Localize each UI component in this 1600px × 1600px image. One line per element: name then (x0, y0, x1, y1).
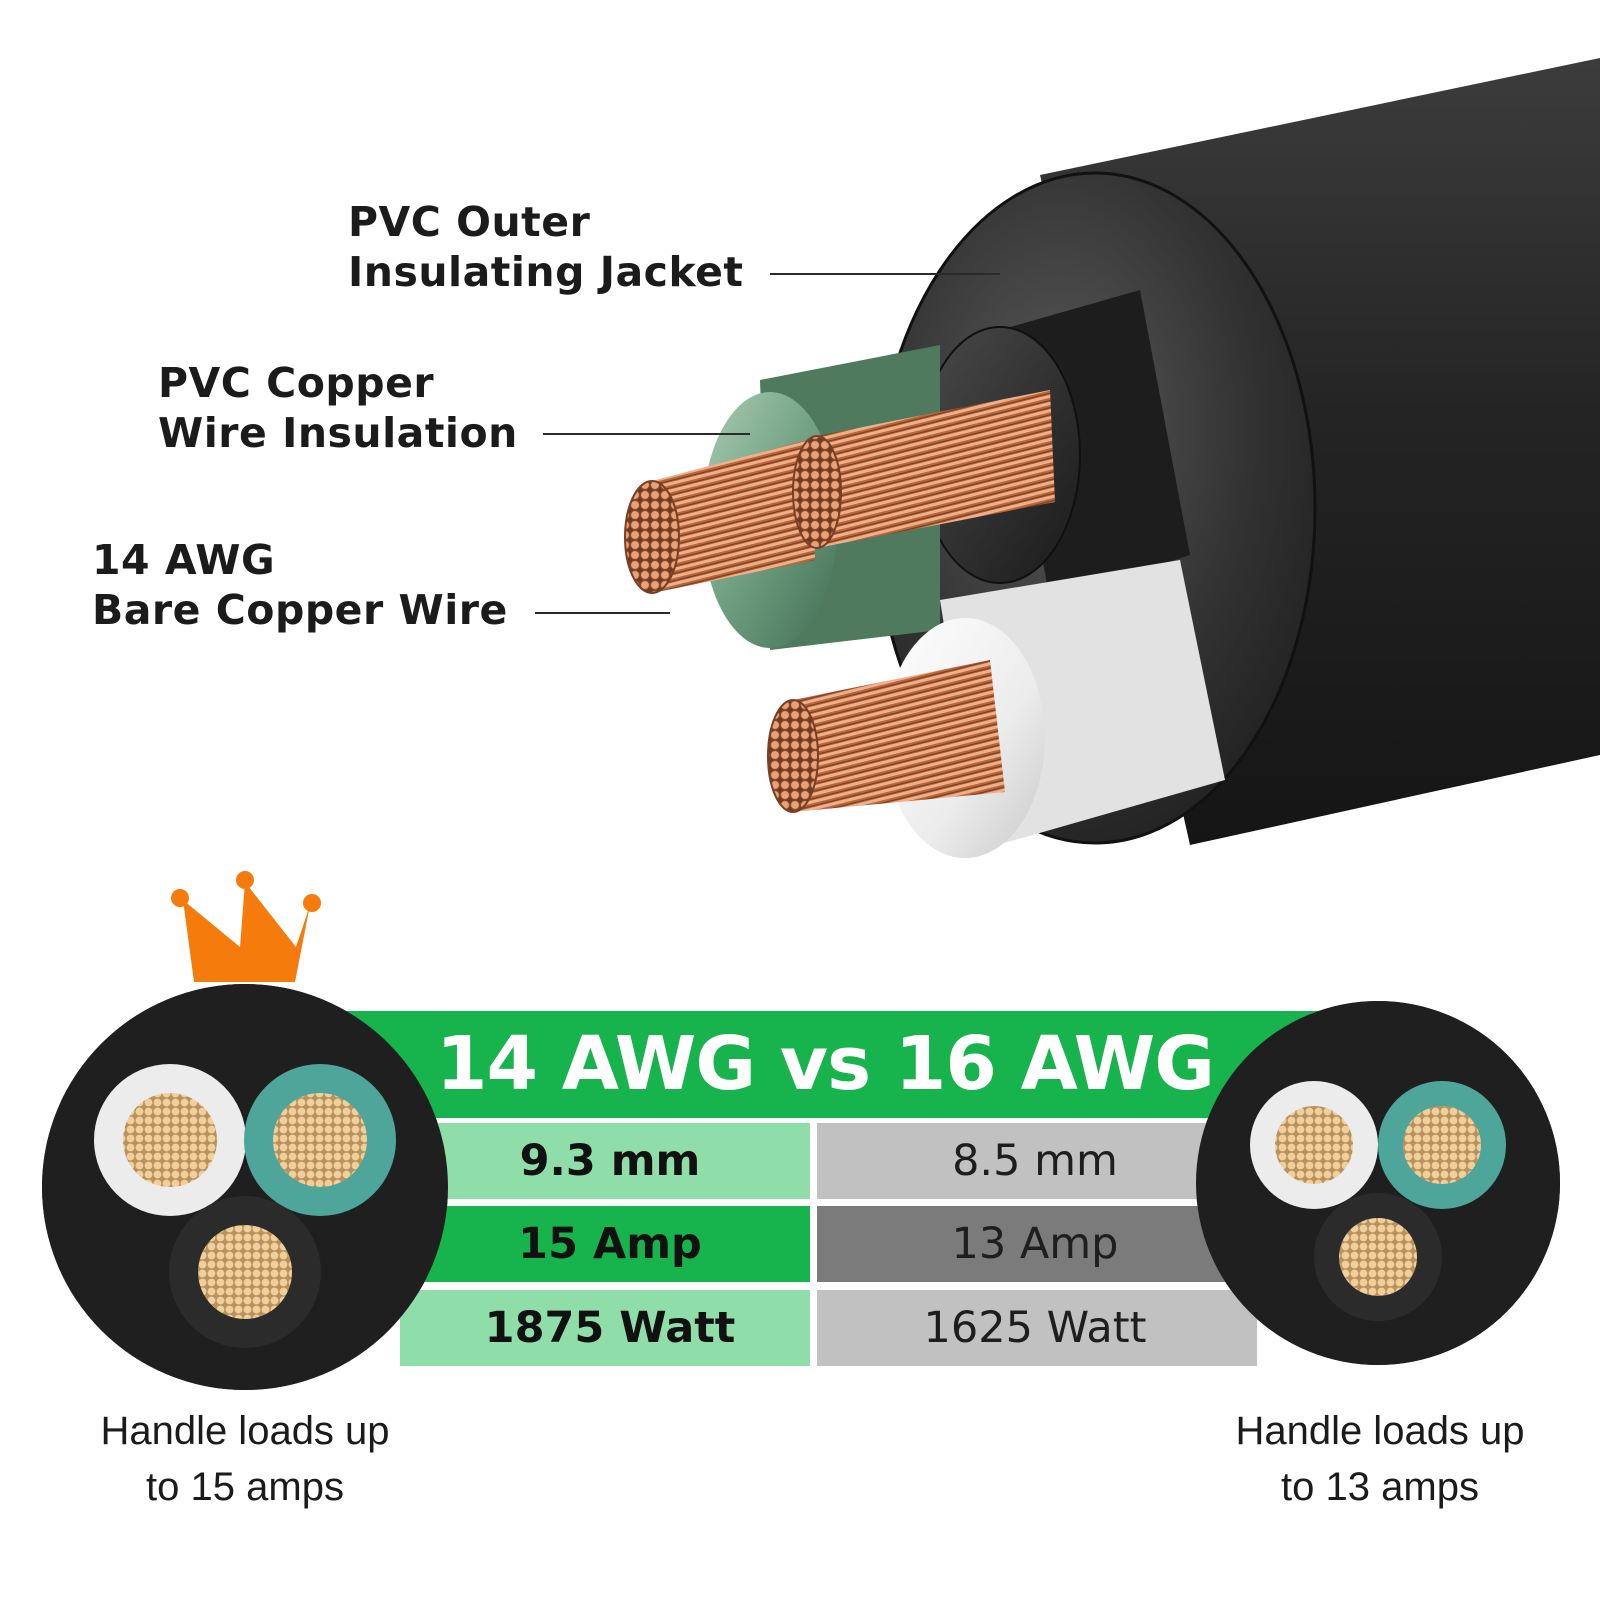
row-diameter-14awg-bg (400, 1123, 810, 1199)
callout-outer-jacket-line2: Insulating Jacket (348, 248, 744, 296)
leader-line-copper (535, 612, 670, 614)
comparison-title: 14 AWG vs 16 AWG (436, 1021, 1215, 1107)
caption-14awg-line1: Handle loads up (100, 1409, 390, 1453)
row-watt-16awg-bg (817, 1290, 1257, 1366)
caption-14awg: Handle loads up to 15 amps (45, 1403, 445, 1515)
callout-copper-wire: 14 AWG Bare Copper Wire (92, 535, 508, 635)
row-amp-16awg-bg (817, 1206, 1257, 1282)
caption-16awg-line1: Handle loads up (1235, 1409, 1525, 1453)
callout-copper-wire-line2: Bare Copper Wire (92, 586, 508, 634)
comparison-title-bar (330, 1011, 1340, 1118)
crown-icon (171, 871, 321, 982)
callout-wire-insulation-line1: PVC Copper (158, 359, 435, 407)
wattage-16awg: 1625 Watt (923, 1303, 1147, 1353)
amperage-16awg: 13 Amp (951, 1219, 1119, 1269)
black-wire-copper-end (793, 436, 841, 548)
callout-outer-jacket: PVC Outer Insulating Jacket (348, 197, 744, 297)
wattage-14awg: 1875 Watt (484, 1303, 736, 1353)
caption-16awg-line2: to 13 amps (1281, 1465, 1479, 1509)
diameter-16awg: 8.5 mm (952, 1136, 1118, 1186)
diameter-14awg: 9.3 mm (519, 1136, 701, 1186)
callout-wire-insulation-line2: Wire Insulation (158, 409, 518, 457)
green-wire-copper-end (625, 481, 679, 593)
caption-16awg: Handle loads up to 13 amps (1180, 1403, 1580, 1515)
amperage-14awg: 15 Amp (518, 1219, 702, 1269)
caption-14awg-line2: to 15 amps (146, 1465, 344, 1509)
row-watt-14awg-bg (400, 1290, 810, 1366)
row-amp-14awg-bg (400, 1206, 810, 1282)
leader-line-insulation (543, 433, 750, 435)
callout-copper-wire-line1: 14 AWG (92, 536, 276, 584)
callout-wire-insulation: PVC Copper Wire Insulation (158, 358, 518, 458)
callout-outer-jacket-line1: PVC Outer (348, 198, 591, 246)
leader-line-jacket (770, 273, 1000, 275)
row-diameter-16awg-bg (817, 1123, 1257, 1199)
white-wire-copper-end (768, 700, 818, 812)
